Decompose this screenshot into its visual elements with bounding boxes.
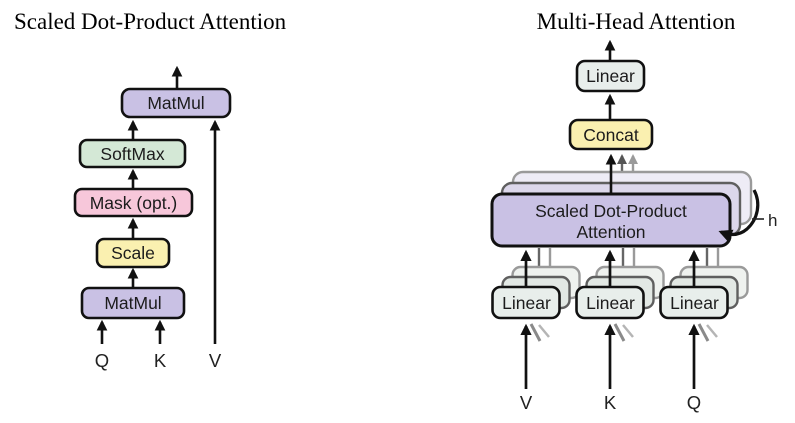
matmul-top-label: MatMul	[147, 93, 204, 113]
matmul-bottom-label: MatMul	[104, 293, 161, 313]
concat-label: Concat	[583, 125, 639, 145]
ghost-diagonal	[538, 324, 550, 338]
v-input-label: V	[209, 350, 222, 371]
linear-q-box	[659, 285, 729, 320]
ghost-diagonal	[706, 324, 718, 338]
mha-diagram: Multi-Head Attention Linear Concat Scale…	[490, 9, 777, 413]
sdpa-stack-label-line2: Attention	[576, 222, 645, 242]
linear-k-column: Linear K	[575, 248, 665, 413]
q-input-label: Q	[687, 392, 701, 413]
linear-k-box	[575, 285, 645, 320]
h-count-curved-arrow	[718, 189, 760, 243]
concat-box	[568, 118, 654, 151]
ghost-diagonal	[529, 323, 542, 342]
scale-label: Scale	[111, 243, 155, 263]
linear-v-column: Linear V	[491, 248, 581, 413]
linear-v-label: Linear	[502, 293, 551, 313]
k-input-label: K	[604, 392, 617, 413]
linear-q-column: Linear Q	[659, 248, 749, 413]
sdpa-stack-label-line1: Scaled Dot-Product	[535, 201, 687, 221]
sdpa-title: Scaled Dot-Product Attention	[14, 9, 287, 34]
linear-k-label: Linear	[586, 293, 635, 313]
scale-box	[95, 237, 171, 269]
matmul-top-box	[120, 87, 232, 119]
softmax-label: SoftMax	[100, 144, 164, 164]
linear-q-label: Linear	[670, 293, 719, 313]
linear-out-label: Linear	[586, 66, 635, 86]
sdpa-diagram: Scaled Dot-Product Attention MatMul Soft…	[14, 9, 287, 371]
mask-label: Mask (opt.)	[90, 193, 178, 213]
h-count-label: h	[768, 211, 777, 230]
ghost-diagonal	[697, 323, 710, 342]
sdpa-stack-main-box	[490, 192, 732, 248]
softmax-box	[78, 138, 187, 169]
matmul-bottom-box	[80, 286, 186, 320]
mha-title: Multi-Head Attention	[537, 9, 736, 34]
linear-out-box	[575, 59, 646, 93]
v-input-label: V	[520, 392, 533, 413]
k-input-label: K	[154, 350, 167, 371]
ghost-diagonal	[622, 324, 634, 338]
q-input-label: Q	[95, 350, 109, 371]
linear-v-box	[491, 285, 561, 320]
mask-box	[73, 187, 194, 218]
ghost-diagonal	[613, 323, 626, 342]
